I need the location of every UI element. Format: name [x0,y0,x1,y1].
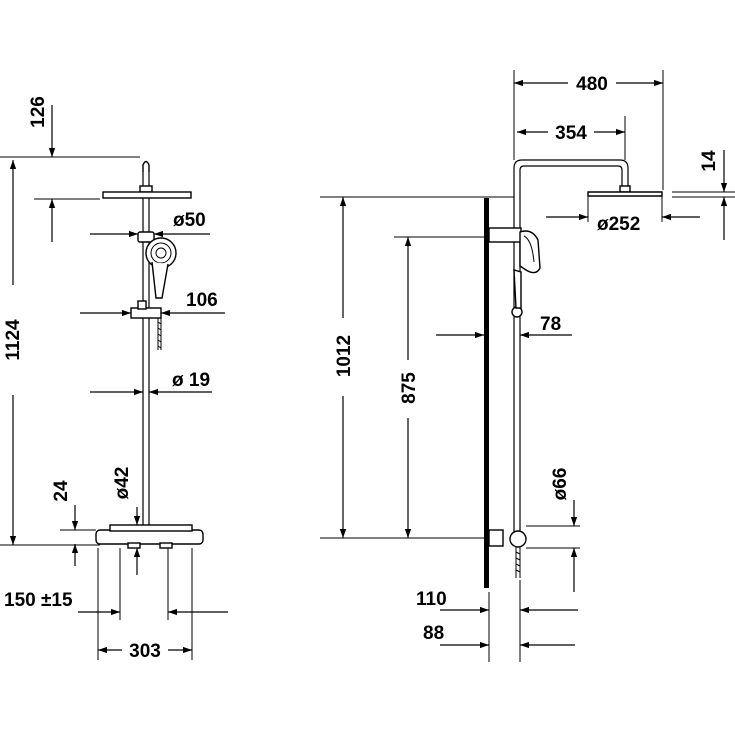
thermostat-mixer [95,524,204,549]
rain-shower-head [102,160,192,199]
dim-88-label: 88 [423,623,444,644]
dim-diam42-label: ø42 [112,467,133,500]
dim-110-label: 110 [416,589,447,610]
hose [157,318,162,350]
hand-shower [137,231,177,299]
side-connection [488,529,527,578]
dim-diam66-label: ø66 [550,468,571,501]
wall [484,198,489,588]
dim-14-label: 14 [699,150,720,172]
dim-354-label: 354 [555,123,587,144]
dim-480-label: 480 [576,74,608,95]
front-view: 126 1124 ø50 106 ø 19 24 ø42 1 [0,96,228,662]
slider-holder [130,300,162,319]
dim-24-label: 24 [51,480,72,502]
dim-150-label: 150 ±15 [4,590,73,611]
dim-1124-label: 1124 [3,319,24,361]
dim-126-label: 126 [28,96,49,128]
dim-106-label: 106 [186,290,218,311]
dim-303-label: 303 [129,641,161,662]
dim-diam252-label: ø252 [597,214,640,235]
side-hand-shower [511,230,541,318]
wall-bracket-top [488,227,522,243]
dim-1012-label: 1012 [334,335,355,377]
side-rain-head [587,185,663,197]
dim-78-label: 78 [540,314,561,335]
dim-diam50-label: ø50 [173,210,206,231]
dim-diam19-label: ø 19 [172,370,210,391]
side-view: 480 354 14 ø252 1012 875 78 [320,70,735,662]
dim-875-label: 875 [399,372,420,404]
